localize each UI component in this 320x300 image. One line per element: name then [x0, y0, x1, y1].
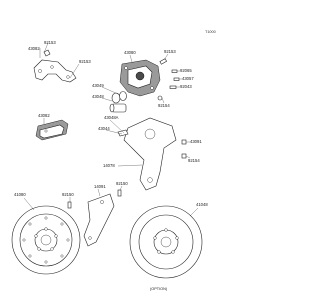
- label-92065: 92065: [180, 68, 192, 73]
- reference-code: T1000: [205, 30, 216, 34]
- option-disc: [129, 205, 203, 279]
- label-43091: 43091: [190, 139, 202, 144]
- label-43048: 43048: [92, 94, 104, 99]
- guard-bolts: [67, 189, 122, 209]
- label-92150-left: 92150: [62, 192, 74, 197]
- label-92154-lower: 92154: [188, 158, 200, 163]
- caliper-fittings: [157, 69, 180, 101]
- label-43080: 43080: [124, 50, 136, 55]
- master-cylinder-bracket: [33, 49, 77, 83]
- label-43048a: 43048A: [104, 115, 119, 120]
- label-43057: 43057: [182, 76, 194, 81]
- label-43049: 43049: [92, 83, 104, 88]
- bleeder-screw: [159, 58, 168, 65]
- label-92043: 92043: [180, 84, 192, 89]
- option-note: (OPTION): [150, 287, 168, 291]
- brake-pads: [35, 119, 69, 141]
- label-43044: 43044: [98, 126, 110, 131]
- label-14078: 14078: [103, 163, 115, 168]
- label-92153-mid: 92153: [79, 59, 91, 64]
- label-92153-top: 92153: [44, 40, 56, 45]
- label-14091: 14091: [94, 184, 106, 189]
- label-43082-pad: 43082: [38, 113, 50, 118]
- label-41080: 41080: [14, 192, 26, 197]
- bracket-bolt: [181, 139, 187, 159]
- label-92153-right: 92153: [164, 49, 176, 54]
- piston-seal-group: [109, 91, 127, 113]
- label-41048: 41048: [196, 202, 208, 207]
- label-92150-right: 92150: [116, 181, 128, 186]
- label-43082-top: 43082: [28, 46, 40, 51]
- label-92154-right: 92154: [158, 103, 170, 108]
- brake-disc: [11, 205, 81, 275]
- disc-guard: [83, 193, 115, 247]
- rear-caliper: [119, 59, 161, 97]
- rear-brake-parts-diagram: T1000 92153 43082 92153 43080 92153 4304…: [11, 30, 216, 291]
- caliper-bracket: [117, 117, 177, 191]
